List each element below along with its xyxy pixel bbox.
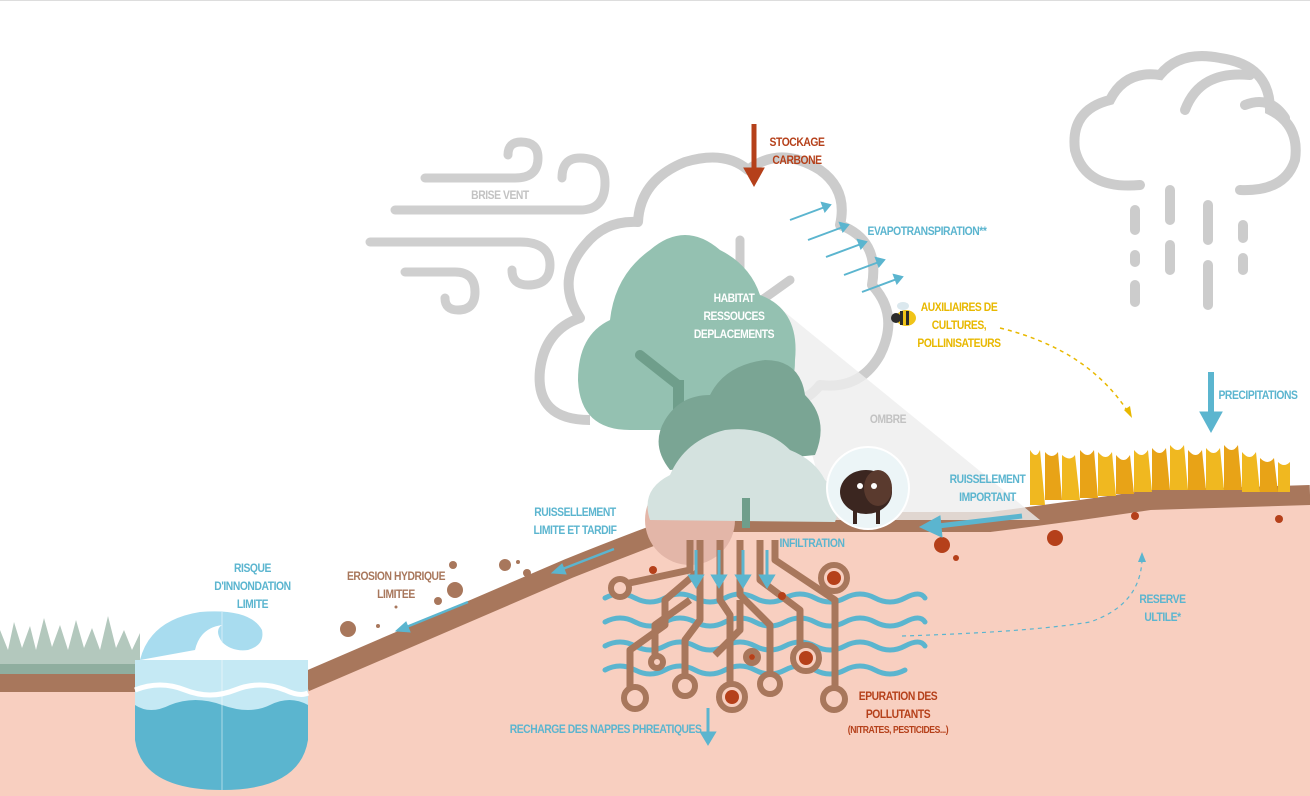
reserve-path (901, 559, 1143, 637)
label-stockage-carbone: STOCKAGE CARBONE (769, 135, 825, 167)
label-evapotranspiration: EVAPOTRANSPIRATION** (867, 224, 987, 238)
label-reserve-utile: RESERVE ULTILE* (1139, 592, 1186, 624)
wheat-field (1030, 445, 1290, 505)
infiltration-arrows (687, 550, 776, 589)
label-risque-innondation: RISQUE D'INNONDATION LIMITE (214, 561, 291, 611)
label-erosion: EROSION HYDRIQUE LIMITEE (346, 569, 446, 601)
label-recharge: RECHARGE DES NAPPES PHREATIQUES (509, 722, 702, 736)
evapotranspiration-arrows (789, 201, 904, 293)
pond (134, 611, 310, 790)
label-habitat: HABITAT RESSOUCES DEPLACEMENTS (693, 291, 775, 341)
pollinator-path (999, 327, 1131, 416)
label-ombre: OMBRE (869, 412, 907, 426)
label-auxiliaires: AUXILIAIRES DE CULTURES, POLLINISATEURS (917, 300, 1001, 350)
label-epuration-detail: (NITRATES, PESTICIDES...) (847, 725, 949, 736)
label-precipitations: PRECIPITATIONS (1218, 388, 1298, 402)
wind-icon (365, 137, 610, 315)
runoff-arrows (394, 513, 1023, 633)
grass (0, 616, 140, 665)
sheep-icon (826, 446, 910, 530)
label-epuration: EPURATION DES POLLUTANTS (858, 689, 938, 721)
bee-icon (891, 302, 916, 326)
rain-cloud-icon (1069, 51, 1301, 310)
precipitation-arrow (1199, 372, 1223, 434)
soil-particles (340, 559, 531, 637)
label-infiltration: INFILTRATION (779, 536, 845, 550)
root-nodes (608, 562, 850, 713)
label-ruissellement-important: RUISSELEMENT IMPORTANT (949, 472, 1026, 504)
shrub (647, 429, 839, 522)
carbon-arrow (743, 124, 765, 188)
label-brise-vent: BRISE VENT (471, 188, 529, 202)
recharge-arrow (699, 708, 717, 746)
label-ruissellement-limite: RUISSELLEMENT LIMITE ET TARDIF (533, 505, 617, 537)
